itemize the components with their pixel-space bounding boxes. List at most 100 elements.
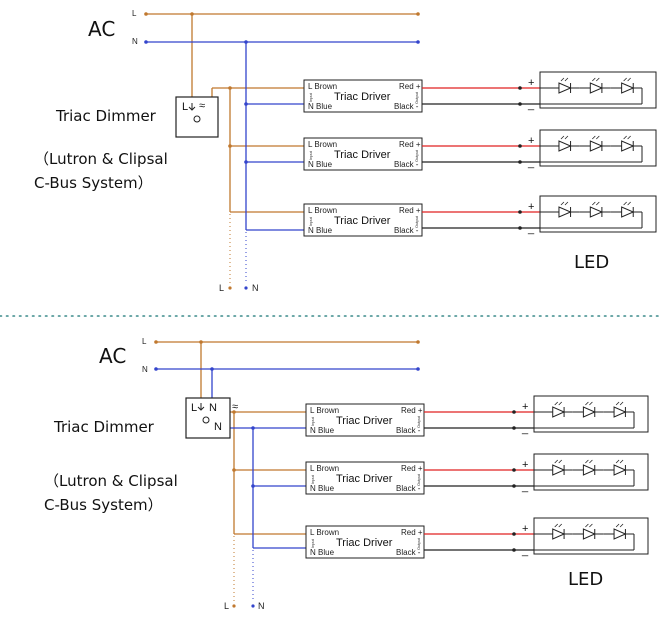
live-wires (146, 13, 418, 213)
driver-box (305, 403, 425, 437)
plus-sign: + (522, 459, 528, 471)
ac-label: AC (99, 344, 126, 368)
driver-output-tag: Output (416, 537, 421, 550)
triac-dimmer: L ≈ (175, 96, 219, 138)
driver-input-tag: Input (310, 538, 315, 548)
driver-box (303, 137, 423, 171)
driver-input-l: L Brown (310, 464, 339, 473)
live-label: L (132, 9, 137, 18)
minus-sign: _ (521, 423, 529, 435)
led-diode-icon (610, 201, 642, 218)
led-label: LED (574, 252, 609, 273)
driver-output-tag: Output (416, 473, 421, 486)
dimmer-title: Triac Dimmer (55, 107, 157, 125)
led-diode-icon (610, 77, 642, 94)
driver-name: Triac Driver (334, 91, 391, 103)
led-diode-icon (603, 523, 634, 540)
live-label: L (142, 337, 147, 346)
led-diode-icon (572, 401, 604, 418)
driver-name: Triac Driver (336, 537, 393, 549)
junction-dots (154, 340, 420, 488)
plus-sign: + (528, 77, 534, 89)
minus-sign: _ (521, 545, 529, 557)
driver-input-l: L Brown (308, 140, 337, 149)
led-diode-icon (579, 77, 611, 94)
led-diode-icon (548, 77, 580, 94)
driver-output-tag: Output (414, 149, 419, 162)
led-diode-icon (610, 135, 642, 152)
driver-name: Triac Driver (334, 215, 391, 227)
led-diode-icon (542, 523, 573, 540)
led-strip (540, 135, 643, 163)
led-diode-icon (542, 401, 573, 418)
driver-input-tag: Input (308, 150, 313, 160)
system-line-1: （Lutron & Clipsal (34, 150, 168, 168)
driver-output-neg: Black - (394, 160, 419, 169)
minus-sign: _ (527, 157, 535, 169)
junction-dots (144, 12, 420, 164)
led-diode-icon (572, 459, 604, 476)
diagram-top: AC L N (34, 9, 657, 293)
driver-output-pos: Red + (401, 528, 423, 537)
bottom-neutral-label: N (252, 283, 259, 293)
dimmer-title: Triac Dimmer (53, 418, 155, 436)
dimmer-terminal-n: N (209, 402, 217, 414)
led-diode-icon (603, 401, 634, 418)
bottom-neutral-label: N (258, 601, 265, 611)
driver-input-l: L Brown (308, 82, 337, 91)
minus-sign: _ (527, 223, 535, 235)
led-diode-icon (572, 523, 604, 540)
led-diode-icon (579, 201, 611, 218)
driver-output-pos: Red + (399, 140, 421, 149)
system-line-2: C-Bus System） (34, 174, 153, 192)
driver-name: Triac Driver (334, 149, 391, 161)
led-diode-icon (542, 459, 573, 476)
driver-output-tag: Output (414, 215, 419, 228)
dimmer-terminal-l: L (182, 101, 188, 113)
driver-box (305, 525, 425, 559)
neutral-wires (156, 368, 418, 549)
driver-output-neg: Black - (396, 484, 421, 493)
led-label: LED (568, 569, 603, 590)
neutral-wires (146, 41, 418, 231)
driver-output-pos: Red + (399, 206, 421, 215)
driver-input-n: N Blue (308, 160, 333, 169)
driver-output-pos: Red + (401, 464, 423, 473)
led-diode-icon (548, 135, 580, 152)
dimmer-terminal-l: L (191, 402, 197, 414)
led-strip (534, 401, 635, 429)
svg-text:≈: ≈ (232, 401, 238, 413)
minus-sign: _ (527, 99, 535, 111)
led-diode-icon (603, 459, 634, 476)
led-strip (540, 201, 643, 229)
driver-input-n: N Blue (310, 484, 335, 493)
led-strip (534, 523, 635, 551)
driver-name: Triac Driver (336, 415, 393, 427)
driver-input-l: L Brown (310, 528, 339, 537)
svg-text:≈: ≈ (199, 100, 205, 112)
driver-output-neg: Black - (396, 548, 421, 557)
ac-label: AC (88, 17, 115, 41)
plus-sign: + (522, 523, 528, 535)
driver-box (305, 461, 425, 495)
led-diode-icon (579, 135, 611, 152)
system-line-1: （Lutron & Clipsal (44, 472, 178, 490)
led-diode-icon (548, 201, 580, 218)
minus-sign: _ (521, 481, 529, 493)
driver-input-n: N Blue (310, 426, 335, 435)
driver-input-tag: Input (308, 216, 313, 226)
led-strip (534, 459, 635, 487)
neutral-label: N (142, 365, 148, 374)
driver-input-tag: Input (310, 474, 315, 484)
driver-box (303, 203, 423, 237)
driver-input-l: L Brown (308, 206, 337, 215)
driver-input-n: N Blue (310, 548, 335, 557)
driver-output-neg: Black - (394, 226, 419, 235)
